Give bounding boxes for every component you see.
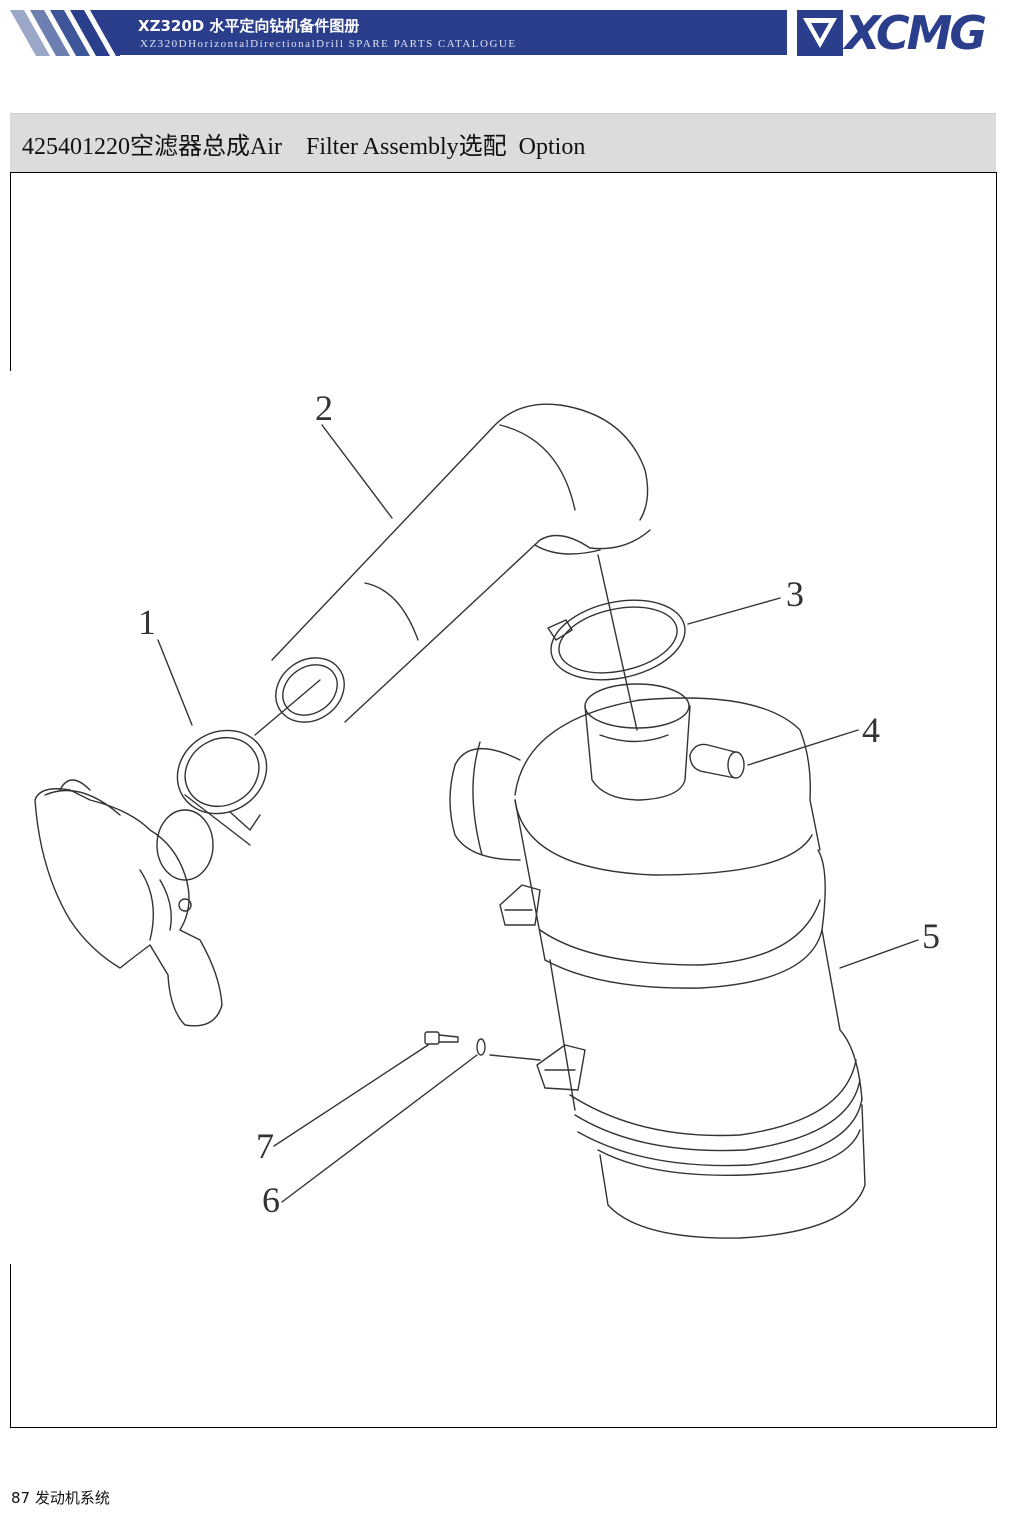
part-7-bolt bbox=[424, 1031, 459, 1045]
catalogue-subtitle: XZ320DHorizontalDirectionalDrill SPARE P… bbox=[140, 38, 517, 50]
header-banner: XZ320D 水平定向钻机备件图册 XZ320DHorizontalDirect… bbox=[120, 10, 787, 55]
part-2-intake-pipe bbox=[271, 403, 651, 723]
xcmg-emblem-icon bbox=[797, 10, 843, 56]
frame-border-top bbox=[10, 172, 997, 173]
logo-stripes-icon bbox=[10, 10, 120, 56]
part-1-hose-clamp bbox=[176, 679, 321, 831]
section-title-bar: 425401220空滤器总成Air Filter Assembly选配 Opti… bbox=[10, 113, 996, 173]
section-title: 425401220空滤器总成Air Filter Assembly选配 Opti… bbox=[22, 134, 586, 160]
frame-border-left-upper bbox=[10, 172, 11, 371]
callout-1: 1 bbox=[138, 602, 156, 642]
frame-border-left-lower bbox=[10, 1264, 11, 1428]
frame-border-right bbox=[996, 172, 997, 1428]
part-6-washer bbox=[476, 1038, 486, 1056]
page-header: XZ320D 水平定向钻机备件图册 XZ320DHorizontalDirect… bbox=[0, 0, 1026, 62]
callout-3: 3 bbox=[786, 574, 804, 614]
part-5-filter-body bbox=[449, 683, 866, 1239]
leader-lines bbox=[157, 424, 919, 1203]
page-footer: 87 发动机系统 bbox=[11, 1489, 110, 1507]
callout-6: 6 bbox=[262, 1180, 280, 1220]
logo-wordmark: XCMG bbox=[845, 6, 987, 60]
callout-7: 7 bbox=[256, 1126, 274, 1166]
part-intake-head bbox=[34, 779, 251, 1027]
part-3-clamp-ring bbox=[547, 554, 686, 731]
callout-4: 4 bbox=[862, 710, 880, 750]
callout-5: 5 bbox=[922, 916, 940, 956]
catalogue-title: XZ320D 水平定向钻机备件图册 bbox=[138, 17, 360, 35]
frame-border-bottom bbox=[10, 1427, 997, 1428]
xcmg-logo: XCMG bbox=[797, 6, 1019, 60]
callout-2: 2 bbox=[315, 388, 333, 428]
